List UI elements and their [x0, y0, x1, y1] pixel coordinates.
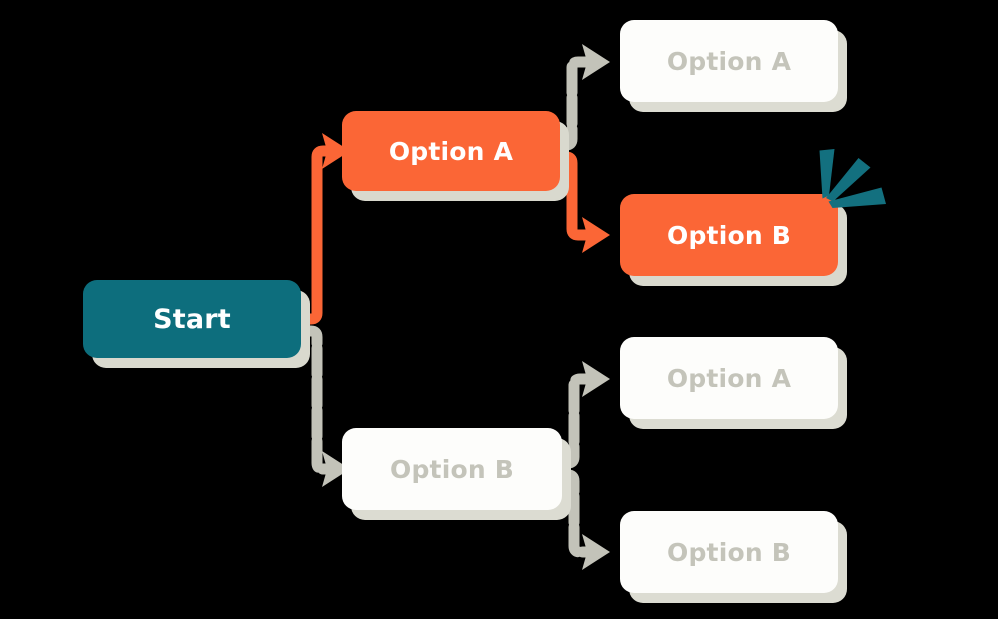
edge-option-a-to-option-a-child [554, 44, 610, 151]
node-option-b-option-b[interactable]: Option B [620, 511, 838, 593]
edge-option-a-to-option-b-child [554, 151, 610, 253]
node-option-b[interactable]: Option B [342, 428, 562, 510]
node-option-a-option-b[interactable]: Option B [620, 194, 838, 276]
node-option-a-label: Option A [388, 136, 514, 166]
node-option-a-option-a[interactable]: Option A [620, 20, 838, 102]
node-option-a[interactable]: Option A [342, 111, 560, 191]
node-option-a-option-b-label: Option B [667, 220, 791, 250]
edge-start-to-option-b [295, 325, 350, 487]
node-start[interactable]: Start [83, 280, 301, 358]
edge-option-b-to-option-a-child [556, 361, 610, 469]
edge-start-to-option-a [295, 133, 350, 325]
node-option-b-option-b-label: Option B [667, 537, 791, 567]
edge-option-b-to-option-b-child [556, 469, 610, 570]
node-option-b-option-a-label: Option A [666, 363, 792, 393]
node-start-label: Start [153, 303, 231, 335]
node-option-b-label: Option B [390, 454, 514, 484]
node-option-b-option-a[interactable]: Option A [620, 337, 838, 419]
node-option-a-option-a-label: Option A [666, 46, 792, 76]
